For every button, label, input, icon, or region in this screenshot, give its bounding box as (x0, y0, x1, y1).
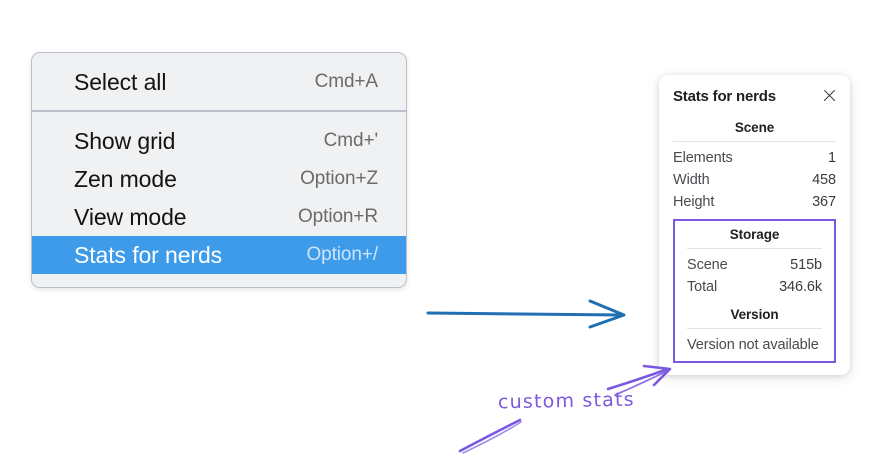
stat-label: Scene (687, 257, 728, 273)
section-heading-storage: Storage (729, 227, 780, 242)
menu-group-1: Select all Cmd+A (32, 53, 406, 110)
handwritten-annotation-label: custom stats (497, 388, 635, 414)
stat-label: Width (673, 172, 710, 188)
stat-value: 346.6k (779, 279, 822, 295)
purple-underline-annotation (458, 418, 522, 454)
menu-separator (32, 110, 406, 112)
panel-body: Scene Elements 1 Width 458 Height 367 St… (659, 119, 850, 363)
context-menu[interactable]: Select all Cmd+A Show grid Cmd+' Zen mod… (31, 52, 407, 288)
close-icon[interactable] (821, 87, 839, 105)
stat-label: Height (673, 194, 715, 210)
menu-item-label: Select all (74, 68, 167, 95)
version-text: Version not available (687, 337, 819, 353)
stat-value: 515b (790, 257, 822, 273)
menu-item-shortcut: Option+Z (300, 168, 378, 189)
stat-value: 458 (812, 172, 836, 188)
panel-title: Stats for nerds (673, 87, 776, 105)
menu-item-shortcut: Option+R (298, 206, 378, 227)
blue-arrow-annotation (426, 299, 626, 329)
menu-item-stats-for-nerds[interactable]: Stats for nerds Option+/ (32, 236, 406, 274)
stat-row-storage-scene: Scene 515b (687, 254, 822, 276)
menu-item-shortcut: Cmd+A (314, 71, 378, 92)
menu-item-view-mode[interactable]: View mode Option+R (32, 198, 406, 236)
stat-row-width: Width 458 (673, 169, 836, 191)
stat-value: 367 (812, 194, 836, 210)
menu-item-shortcut: Cmd+' (323, 130, 378, 151)
stat-label: Total (687, 279, 718, 295)
menu-item-label: Zen mode (74, 165, 177, 192)
menu-item-select-all[interactable]: Select all Cmd+A (32, 63, 406, 101)
custom-stats-highlight-block: Storage Scene 515b Total 346.6k Version … (673, 219, 836, 363)
menu-item-shortcut: Option+/ (306, 244, 378, 265)
stat-row-storage-total: Total 346.6k (687, 276, 822, 298)
menu-item-label: View mode (74, 203, 187, 230)
stat-row-height: Height 367 (673, 191, 836, 213)
stat-label: Elements (673, 150, 733, 166)
stats-for-nerds-panel: Stats for nerds Scene Elements 1 Width 4… (659, 75, 850, 375)
section-divider (687, 248, 822, 249)
menu-item-label: Stats for nerds (74, 241, 223, 268)
menu-group-2: Show grid Cmd+' Zen mode Option+Z View m… (32, 112, 406, 287)
panel-header: Stats for nerds (659, 87, 850, 105)
menu-item-label: Show grid (74, 127, 176, 154)
section-divider (687, 328, 822, 329)
menu-item-show-grid[interactable]: Show grid Cmd+' (32, 122, 406, 160)
section-heading-version: Version (730, 307, 779, 322)
stat-value: 1 (828, 150, 836, 166)
section-divider (673, 141, 836, 142)
menu-item-zen-mode[interactable]: Zen mode Option+Z (32, 160, 406, 198)
section-heading-scene: Scene (734, 120, 775, 135)
stat-row-elements: Elements 1 (673, 147, 836, 169)
